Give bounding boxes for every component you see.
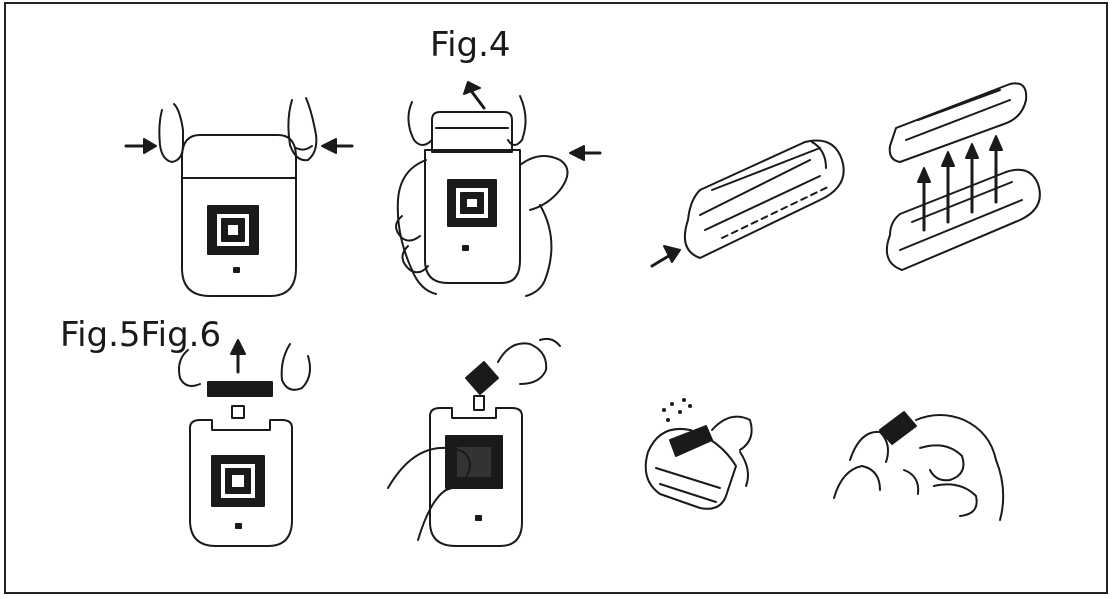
brush-handling-illustration xyxy=(833,411,1005,521)
brush-cleaning-illustration xyxy=(387,337,561,547)
shaver-squeeze-illustration xyxy=(124,97,354,297)
figure-4-label: Fig.4 xyxy=(430,25,511,65)
cutter-cassette-open-illustration xyxy=(650,139,845,268)
cutter-cassette-exploded-illustration xyxy=(886,82,1041,271)
blade-removal-illustration xyxy=(178,339,311,547)
shaver-head-removal-illustration xyxy=(395,81,602,297)
cutter-brushing-illustration xyxy=(644,398,753,510)
figure-5-6-label: Fig.5Fig.6 xyxy=(60,315,222,355)
figure-frame xyxy=(4,2,1108,594)
